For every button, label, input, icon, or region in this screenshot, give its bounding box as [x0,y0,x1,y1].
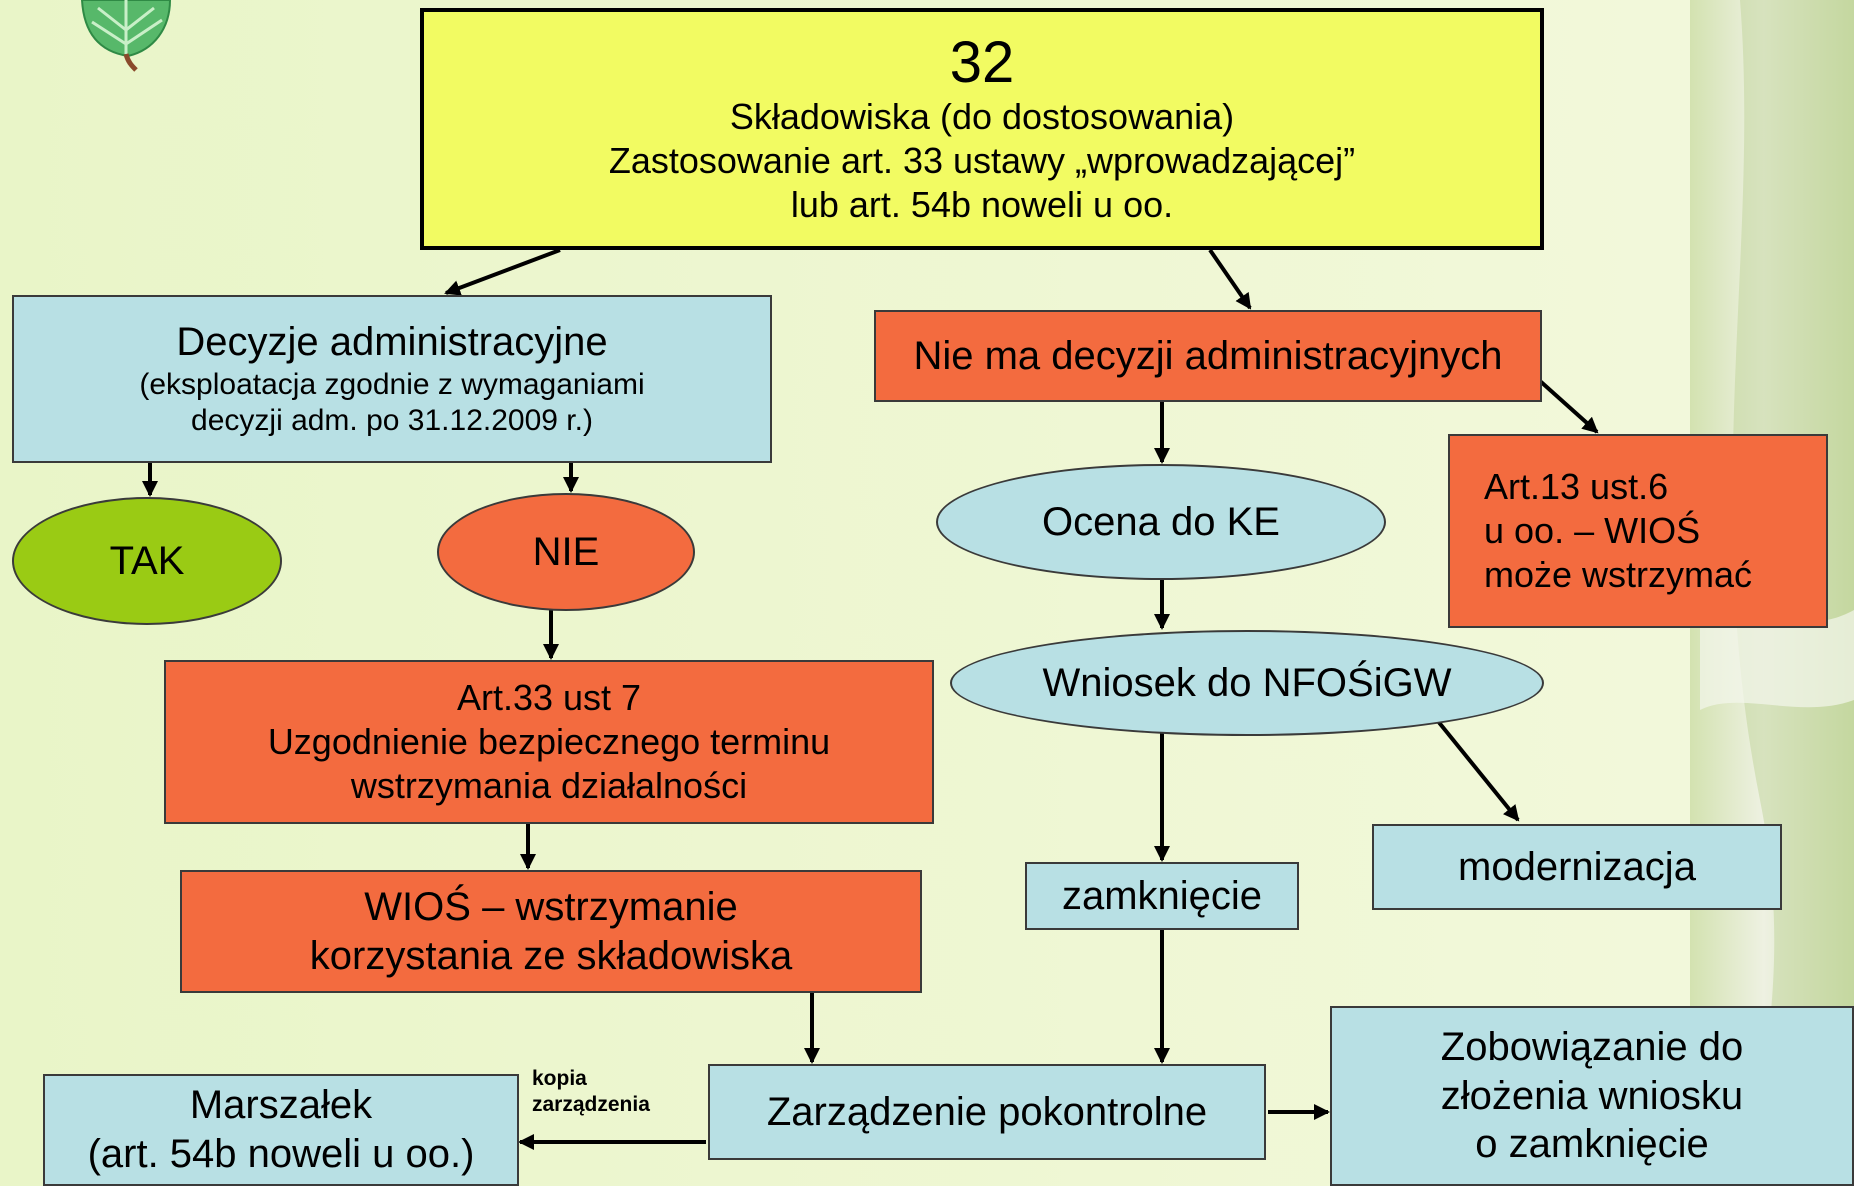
modernizacja-box: modernizacja [1372,824,1782,910]
marszalek-line-2: (art. 54b noweli u oo.) [87,1132,475,1176]
art13-line-3: może wstrzymać [1484,553,1753,595]
nie-oval: NIE [437,493,695,611]
kopia-line-1: kopia [532,1067,587,1090]
art33-line-2: Uzgodnienie bezpiecznego terminu [267,721,831,763]
top-box-32: 32 Składowiska (do dostosowania) Zastoso… [420,8,1544,250]
zamkniecie-label: zamknięcie [1061,873,1263,918]
zobowiazanie-line-3: o zamknięcie [1475,1122,1709,1167]
ocena-oval: Ocena do KE [936,464,1386,580]
decisions-title: Decyzje administracyjne [176,320,608,364]
art33-line-1: Art.33 ust 7 [456,677,642,719]
no-decisions-box: Nie ma decyzji administracyjnych [874,310,1542,402]
nie-label: NIE [532,529,600,574]
zobowiazanie-box: Zobowiązanie do złożenia wniosku o zamkn… [1330,1006,1854,1186]
zarzadzenie-box: Zarządzenie pokontrolne [708,1064,1266,1160]
zarzadzenie-label: Zarządzenie pokontrolne [766,1089,1208,1134]
zobowiazanie-line-2: złożenia wniosku [1440,1073,1744,1118]
top-box-line-3: lub art. 54b noweli u oo. [790,183,1174,225]
tak-label: TAK [109,538,185,583]
art13-line-2: u oo. – WIOŚ [1484,510,1701,552]
art33-line-3: wstrzymania działalności [350,764,748,806]
marszalek-line-1: Marszałek [189,1083,373,1128]
top-box-line-1: Składowiska (do dostosowania) [729,96,1235,138]
kopia-zarzadzenia-label: kopia zarządzenia [532,1066,650,1117]
zamkniecie-box: zamknięcie [1025,862,1299,930]
ocena-label: Ocena do KE [1042,499,1280,544]
leaf-logo-icon [80,0,172,72]
wios-line-2: korzystania ze składowiska [309,933,793,978]
art13-line-1: Art.13 ust.6 [1484,466,1669,508]
marszalek-box: Marszałek (art. 54b noweli u oo.) [43,1074,519,1186]
decisions-line-1: (eksploatacja zgodnie z wymaganiami [139,367,645,401]
decisions-box: Decyzje administracyjne (eksploatacja zg… [12,295,772,463]
tak-oval: TAK [12,497,282,625]
art13-box: Art.13 ust.6 u oo. – WIOŚ może wstrzymać [1448,434,1828,628]
top-box-number: 32 [949,30,1015,96]
wios-box: WIOŚ – wstrzymanie korzystania ze składo… [180,870,922,993]
wniosek-oval: Wniosek do NFOŚiGW [950,630,1544,736]
wniosek-label: Wniosek do NFOŚiGW [1042,660,1452,705]
wios-line-1: WIOŚ – wstrzymanie [364,884,738,929]
decisions-line-2: decyzji adm. po 31.12.2009 r.) [191,404,593,438]
modernizacja-label: modernizacja [1458,844,1696,889]
kopia-line-2: zarządzenia [532,1092,650,1116]
zobowiazanie-line-1: Zobowiązanie do [1440,1024,1744,1069]
no-decisions-label: Nie ma decyzji administracyjnych [913,333,1503,378]
top-box-line-2: Zastosowanie art. 33 ustawy „wprowadzają… [608,139,1356,181]
art33-box: Art.33 ust 7 Uzgodnienie bezpiecznego te… [164,660,934,824]
